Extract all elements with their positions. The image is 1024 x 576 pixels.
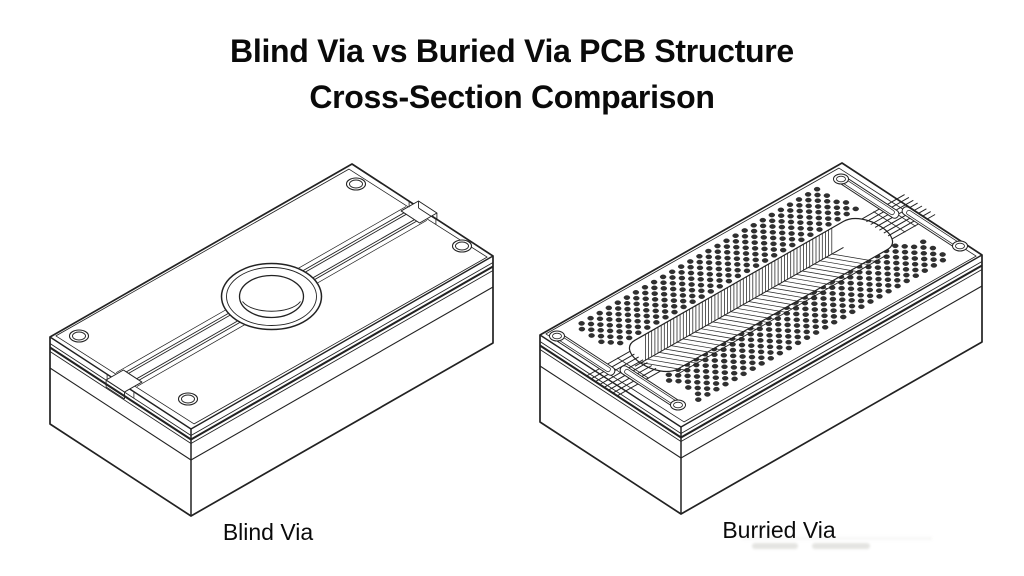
- edge-notch-pads: [105, 200, 438, 400]
- blind-via-diagram: [49, 163, 494, 517]
- via-dot-array: [578, 186, 947, 402]
- pcb-block-body: [49, 163, 494, 517]
- title-line-2: Cross-Section Comparison: [309, 79, 715, 115]
- title-line-1: Blind Via vs Buried Via PCB Structure: [230, 33, 794, 69]
- burried-via-diagram: [539, 162, 983, 515]
- faded-artifact-mark: [812, 543, 870, 549]
- faded-artifact-mark: [752, 543, 798, 549]
- corner-holes: [68, 177, 473, 406]
- burried-via-label: Burried Via: [722, 517, 836, 543]
- page-title: Blind Via vs Buried Via PCB Structure Cr…: [0, 28, 1024, 120]
- annular-ring-via: [220, 262, 323, 331]
- corner-hole-traces: [549, 173, 968, 411]
- faded-artifact-mark: [742, 537, 932, 540]
- blind-via-label: Blind Via: [222, 519, 314, 545]
- ladder-traces: [641, 253, 888, 374]
- buried-via-wall: [634, 228, 844, 367]
